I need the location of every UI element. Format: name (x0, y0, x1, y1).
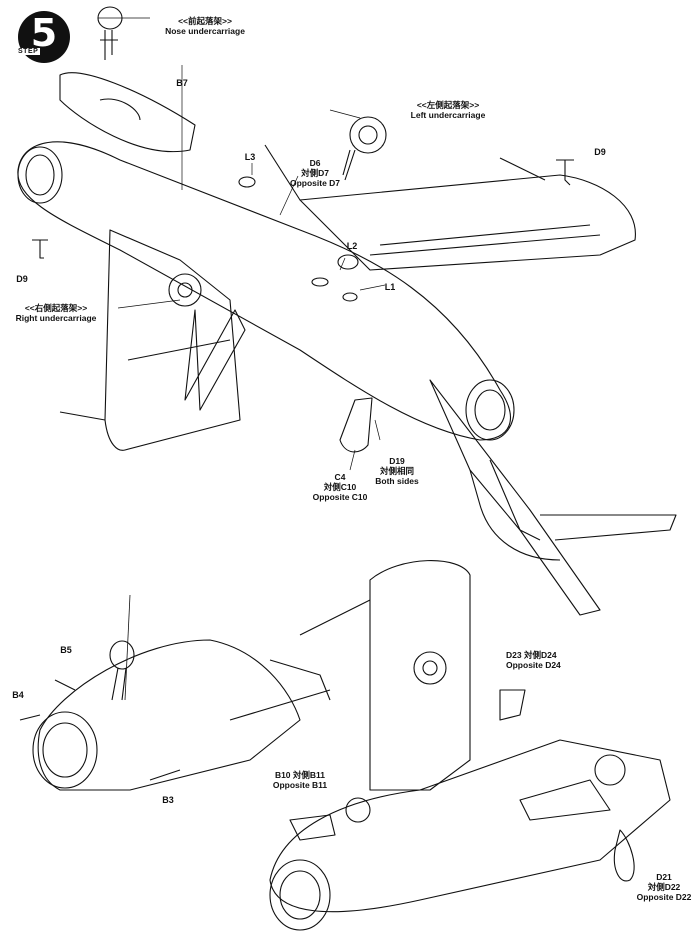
part-label-d19: D19 対側相同 Both sides (375, 456, 419, 486)
nose-detail-drawing (19, 594, 331, 791)
part-label-b10: B10 対側B11 Opposite B11 (272, 770, 328, 790)
part-label-b4: B4 (12, 690, 24, 700)
nose-undercarriage-en: Nose undercarriage (165, 26, 245, 36)
part-label-b5: B5 (60, 645, 72, 655)
part-label-l3: L3 (244, 152, 256, 162)
right-undercarriage-zh: <<右側起落架>> (24, 303, 88, 313)
main-aircraft-drawing (17, 6, 677, 616)
left-undercarriage-callout: <<左側起落架>> Left undercarriage (411, 100, 486, 120)
left-undercarriage-en: Left undercarriage (410, 110, 486, 120)
right-undercarriage-en: Right undercarriage (15, 313, 97, 323)
part-label-c4: C4 対側C10 Opposite C10 (312, 472, 368, 502)
part-label-d9-left-wing: D9 (594, 147, 606, 157)
part-label-d23: D23 対側D24 Opposite D24 (506, 650, 561, 670)
step-word: STEP (16, 48, 41, 55)
part-label-b7: B7 (176, 78, 188, 88)
right-undercarriage-callout: <<右側起落架>> Right undercarriage (16, 303, 97, 323)
left-undercarriage-zh: <<左側起落架>> (416, 100, 480, 110)
part-label-b3: B3 (162, 795, 174, 805)
nose-undercarriage-callout: <<前起落架>> Nose undercarriage (165, 16, 245, 36)
part-label-l2: L2 (346, 241, 358, 251)
nose-undercarriage-zh: <<前起落架>> (178, 16, 232, 26)
step-badge: 5 STEP (12, 8, 70, 66)
fuselage-detail-drawing (269, 560, 671, 931)
step-number: 5 (30, 11, 58, 55)
part-label-d6: D6 対側D7 Opposite D7 (289, 158, 341, 188)
part-label-d21: D21 対側D22 Opposite D22 (636, 872, 692, 902)
part-label-d9-right-wing: D9 (16, 274, 28, 284)
part-label-l1: L1 (384, 282, 396, 292)
